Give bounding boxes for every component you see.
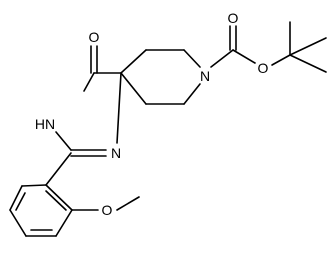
atom-label-ring-oxygen: O xyxy=(89,29,100,45)
boc-group xyxy=(210,21,327,73)
piperidine-ring xyxy=(120,49,201,105)
atom-label-imine-n: N xyxy=(111,145,121,161)
atom-label-piperidine-n: N xyxy=(200,68,210,84)
ring-carbonyl xyxy=(90,45,98,74)
imidazolinone-ring xyxy=(55,72,122,157)
atom-label-carbamate-ester-o: O xyxy=(258,60,269,76)
atom-label-carbamate-carbonyl-o: O xyxy=(228,10,239,26)
aryl-ring xyxy=(9,152,73,237)
atom-label-methoxy-o: O xyxy=(102,202,113,218)
atom-label-nh: HN xyxy=(35,116,55,132)
methoxy-group xyxy=(71,196,140,211)
